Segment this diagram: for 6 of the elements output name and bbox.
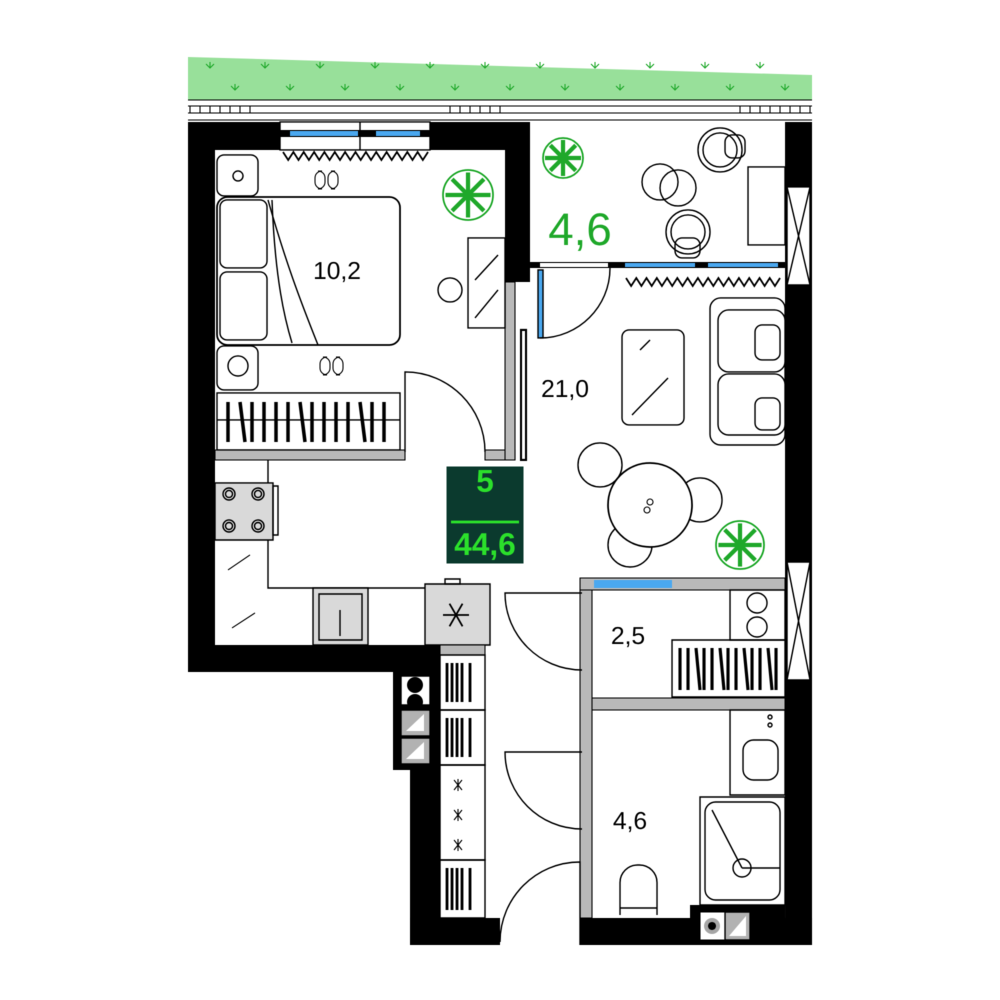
apartment-badge: 5 44,6	[446, 466, 524, 564]
room-area-label: 4,6	[549, 213, 610, 251]
room-area-label: 10,2	[314, 262, 360, 282]
room-area-label: 4,6	[613, 812, 646, 832]
room-area-label: 2,5	[612, 626, 644, 648]
room-area-label: 21,0	[542, 380, 588, 400]
